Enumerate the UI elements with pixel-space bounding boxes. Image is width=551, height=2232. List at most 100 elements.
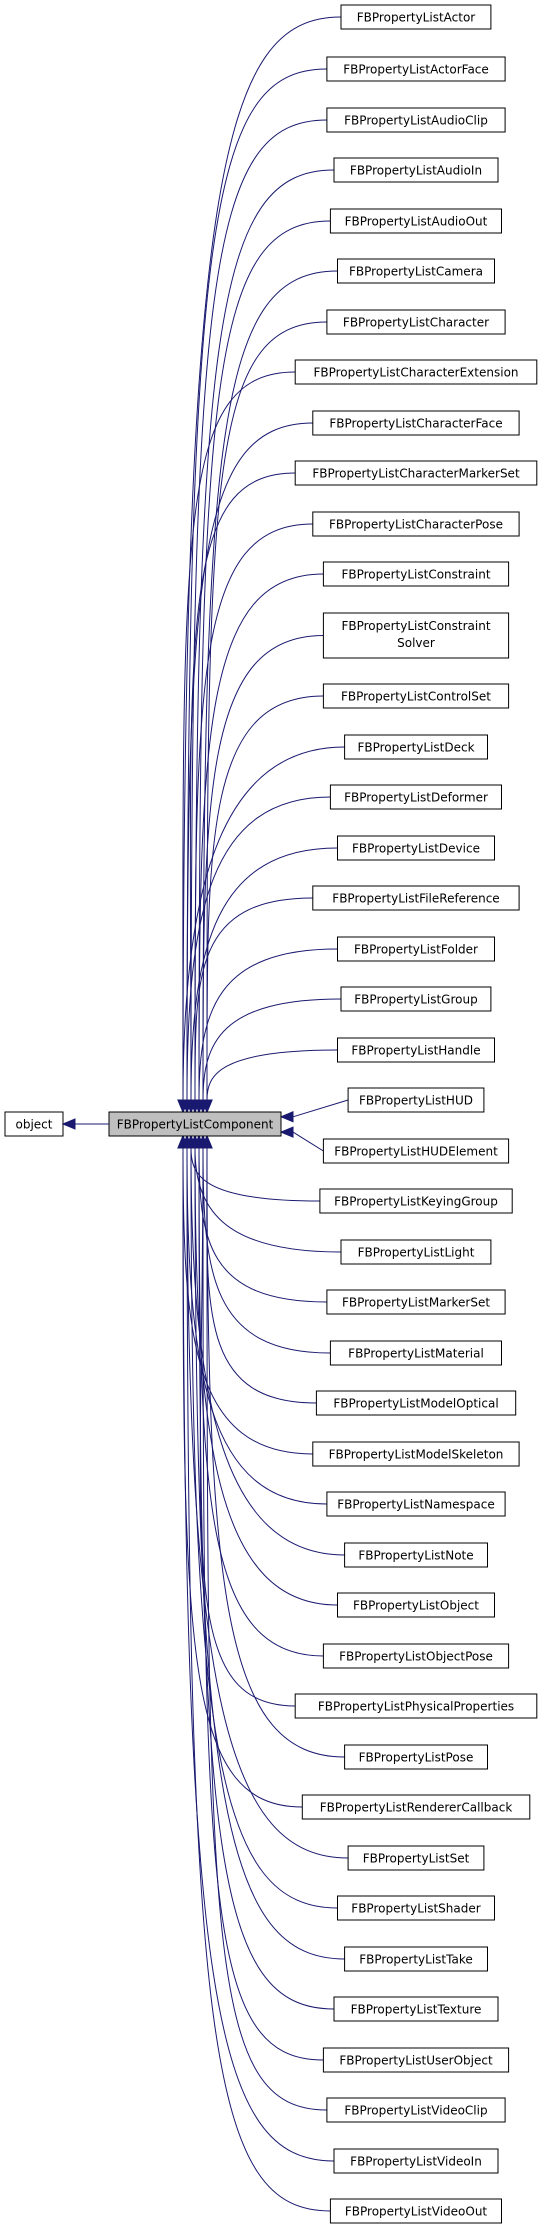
node-fbpropertylistcharacterface[interactable]: FBPropertyListCharacterFace <box>312 410 520 436</box>
node-fbpropertylistmodelskeleton[interactable]: FBPropertyListModelSkeleton <box>312 1441 520 1467</box>
node-label: FBPropertyListRendererCallback <box>320 1801 513 1815</box>
node-label: FBPropertyListSet <box>363 1852 470 1866</box>
edge-fbpropertylistfolder <box>193 948 338 1114</box>
node-fbpropertylistobjectpose[interactable]: FBPropertyListObjectPose <box>322 1643 510 1669</box>
node-label: FBPropertyListCharacterFace <box>329 417 502 431</box>
node-fbpropertylistmarkerset[interactable]: FBPropertyListMarkerSet <box>326 1289 506 1315</box>
edge-fbpropertylistobjectpose <box>193 1134 324 1657</box>
node-label: FBPropertyListDevice <box>352 842 480 856</box>
node-fbpropertylistaudioout[interactable]: FBPropertyListAudioOut <box>329 208 502 234</box>
node-fbpropertylistcharacterextension[interactable]: FBPropertyListCharacterExtension <box>294 359 538 385</box>
node-fbpropertylistaudioin[interactable]: FBPropertyListAudioIn <box>333 157 499 183</box>
node-label-line2: Solver <box>397 636 435 650</box>
node-fbpropertylistnamespace[interactable]: FBPropertyListNamespace <box>326 1491 506 1517</box>
edge-fbpropertylistcharacter <box>201 321 327 1114</box>
edge-fbpropertylistuserobject <box>197 1134 324 2061</box>
node-fbpropertylisthudelement[interactable]: FBPropertyListHUDElement <box>322 1138 510 1164</box>
node-label: FBPropertyListTexture <box>351 2003 482 2017</box>
node-label: FBPropertyListActorFace <box>343 63 489 77</box>
node-label: FBPropertyListShader <box>351 1902 480 1916</box>
node-label: FBPropertyListObject <box>353 1599 479 1613</box>
node-fbpropertylistaudioclip[interactable]: FBPropertyListAudioClip <box>326 107 506 133</box>
node-label: FBPropertyListModelOptical <box>333 1397 498 1411</box>
node-fbpropertylistcomponent[interactable]: FBPropertyListComponent <box>108 1111 282 1137</box>
inheritance-edges <box>177 16 349 2212</box>
node-fbpropertylistconstraint[interactable]: FBPropertyListConstraint <box>322 561 510 587</box>
edge-fbpropertylistvideoout <box>181 1134 331 2212</box>
node-fbpropertylisttake[interactable]: FBPropertyListTake <box>344 1946 488 1972</box>
node-label-fbpropertylistcomponent: FBPropertyListComponent <box>117 1118 274 1132</box>
node-fbpropertylistdeck[interactable]: FBPropertyListDeck <box>344 734 488 760</box>
edge-fbpropertylisttexture <box>193 1134 334 2010</box>
node-fbpropertylistvideoin[interactable]: FBPropertyListVideoIn <box>333 2148 499 2174</box>
node-fbpropertylistlight[interactable]: FBPropertyListLight <box>340 1239 492 1265</box>
node-fbpropertylistfilereference[interactable]: FBPropertyListFileReference <box>312 885 520 911</box>
edge-component-to-object <box>61 1118 109 1130</box>
node-label: FBPropertyListUserObject <box>339 2054 493 2068</box>
edge-fbpropertylistmaterial <box>197 1134 331 1354</box>
node-fbpropertylistobject[interactable]: FBPropertyListObject <box>337 1592 495 1618</box>
node-object[interactable]: object <box>4 1111 64 1137</box>
node-fbpropertylistcharacter[interactable]: FBPropertyListCharacter <box>326 309 506 335</box>
node-label: FBPropertyListVideoClip <box>344 2104 487 2118</box>
node-fbpropertylistrenderercallback[interactable]: FBPropertyListRendererCallback <box>301 1794 531 1820</box>
edge-fbpropertylistphysicalproperties <box>197 1134 296 1707</box>
node-fbpropertylistset[interactable]: FBPropertyListSet <box>347 1845 485 1871</box>
edge-fbpropertylistconstraint <box>193 573 324 1114</box>
node-label: FBPropertyListTake <box>359 1953 473 1967</box>
node-fbpropertylistshader[interactable]: FBPropertyListShader <box>337 1895 495 1921</box>
node-label: FBPropertyListControlSet <box>341 690 491 704</box>
node-fbpropertylistgroup[interactable]: FBPropertyListGroup <box>340 986 492 1012</box>
node-fbpropertylistcontrolset[interactable]: FBPropertyListControlSet <box>322 683 510 709</box>
node-fbpropertylistpose[interactable]: FBPropertyListPose <box>344 1744 488 1770</box>
edge-fbpropertylistvideoin <box>177 1134 334 2162</box>
edge-fbpropertylistrenderercallback <box>177 1134 303 1808</box>
node-fbpropertylistuserobject[interactable]: FBPropertyListUserObject <box>322 2047 510 2073</box>
node-fbpropertylistactor[interactable]: FBPropertyListActor <box>340 4 492 30</box>
node-label: FBPropertyListPhysicalProperties <box>318 1700 514 1714</box>
node-fbpropertylisthud[interactable]: FBPropertyListHUD <box>347 1087 485 1113</box>
node-label: FBPropertyListDeck <box>357 741 474 755</box>
node-fbpropertylistfolder[interactable]: FBPropertyListFolder <box>337 936 495 962</box>
node-label: FBPropertyListAudioClip <box>344 114 488 128</box>
edge-fbpropertylisthandle <box>201 1049 338 1114</box>
node-label: FBPropertyListCharacterMarkerSet <box>312 467 520 481</box>
node-fbpropertylistnote[interactable]: FBPropertyListNote <box>344 1542 488 1568</box>
node-label: FBPropertyListCamera <box>349 265 483 279</box>
edge-fbpropertylistvideoclip <box>201 1134 327 2111</box>
node-fbpropertylistdevice[interactable]: FBPropertyListDevice <box>337 835 495 861</box>
node-fbpropertylistphysicalproperties[interactable]: FBPropertyListPhysicalProperties <box>294 1693 538 1719</box>
node-label: FBPropertyListConstraint <box>341 619 490 633</box>
node-fbpropertylistmaterial[interactable]: FBPropertyListMaterial <box>329 1340 502 1366</box>
edge-fbpropertylistcharacterface <box>181 422 313 1114</box>
node-fbpropertylistvideoclip[interactable]: FBPropertyListVideoClip <box>326 2097 506 2123</box>
node-label: FBPropertyListHUDElement <box>334 1145 498 1159</box>
node-label: FBPropertyListCharacter <box>343 316 489 330</box>
node-label: FBPropertyListFileReference <box>332 892 499 906</box>
node-label: FBPropertyListMaterial <box>348 1347 484 1361</box>
node-label: FBPropertyListConstraint <box>341 568 490 582</box>
node-fbpropertylistmodeloptical[interactable]: FBPropertyListModelOptical <box>315 1390 517 1416</box>
node-label: FBPropertyListAudioIn <box>350 164 482 178</box>
node-fbpropertylisthandle[interactable]: FBPropertyListHandle <box>337 1037 495 1063</box>
edge-fbpropertylistobject <box>189 1134 338 1606</box>
node-fbpropertylistvideoout[interactable]: FBPropertyListVideoOut <box>329 2198 502 2224</box>
node-label: FBPropertyListHandle <box>351 1044 480 1058</box>
node-label: FBPropertyListVideoIn <box>350 2155 482 2169</box>
node-fbpropertylistcharacterpose[interactable]: FBPropertyListCharacterPose <box>312 511 520 537</box>
node-fbpropertylistactorface[interactable]: FBPropertyListActorFace <box>326 56 506 82</box>
node-fbpropertylistkeyinggroup[interactable]: FBPropertyListKeyingGroup <box>319 1188 513 1214</box>
derived-classes: FBPropertyListActorFBPropertyListActorFa… <box>294 4 538 2224</box>
node-label-object: object <box>16 1118 53 1132</box>
node-fbpropertylistdeformer[interactable]: FBPropertyListDeformer <box>329 784 502 810</box>
node-label: FBPropertyListAudioOut <box>345 215 488 229</box>
node-label: FBPropertyListLight <box>358 1246 475 1260</box>
edge-fbpropertylistmodelskeleton <box>177 1134 313 1455</box>
node-fbpropertylistcharactermarkerset[interactable]: FBPropertyListCharacterMarkerSet <box>294 460 538 486</box>
node-label: FBPropertyListObjectPose <box>339 1650 493 1664</box>
node-label: FBPropertyListFolder <box>354 943 478 957</box>
node-label: FBPropertyListCharacterPose <box>329 518 503 532</box>
node-fbpropertylistcamera[interactable]: FBPropertyListCamera <box>337 258 495 284</box>
node-fbpropertylisttexture[interactable]: FBPropertyListTexture <box>333 1996 499 2022</box>
